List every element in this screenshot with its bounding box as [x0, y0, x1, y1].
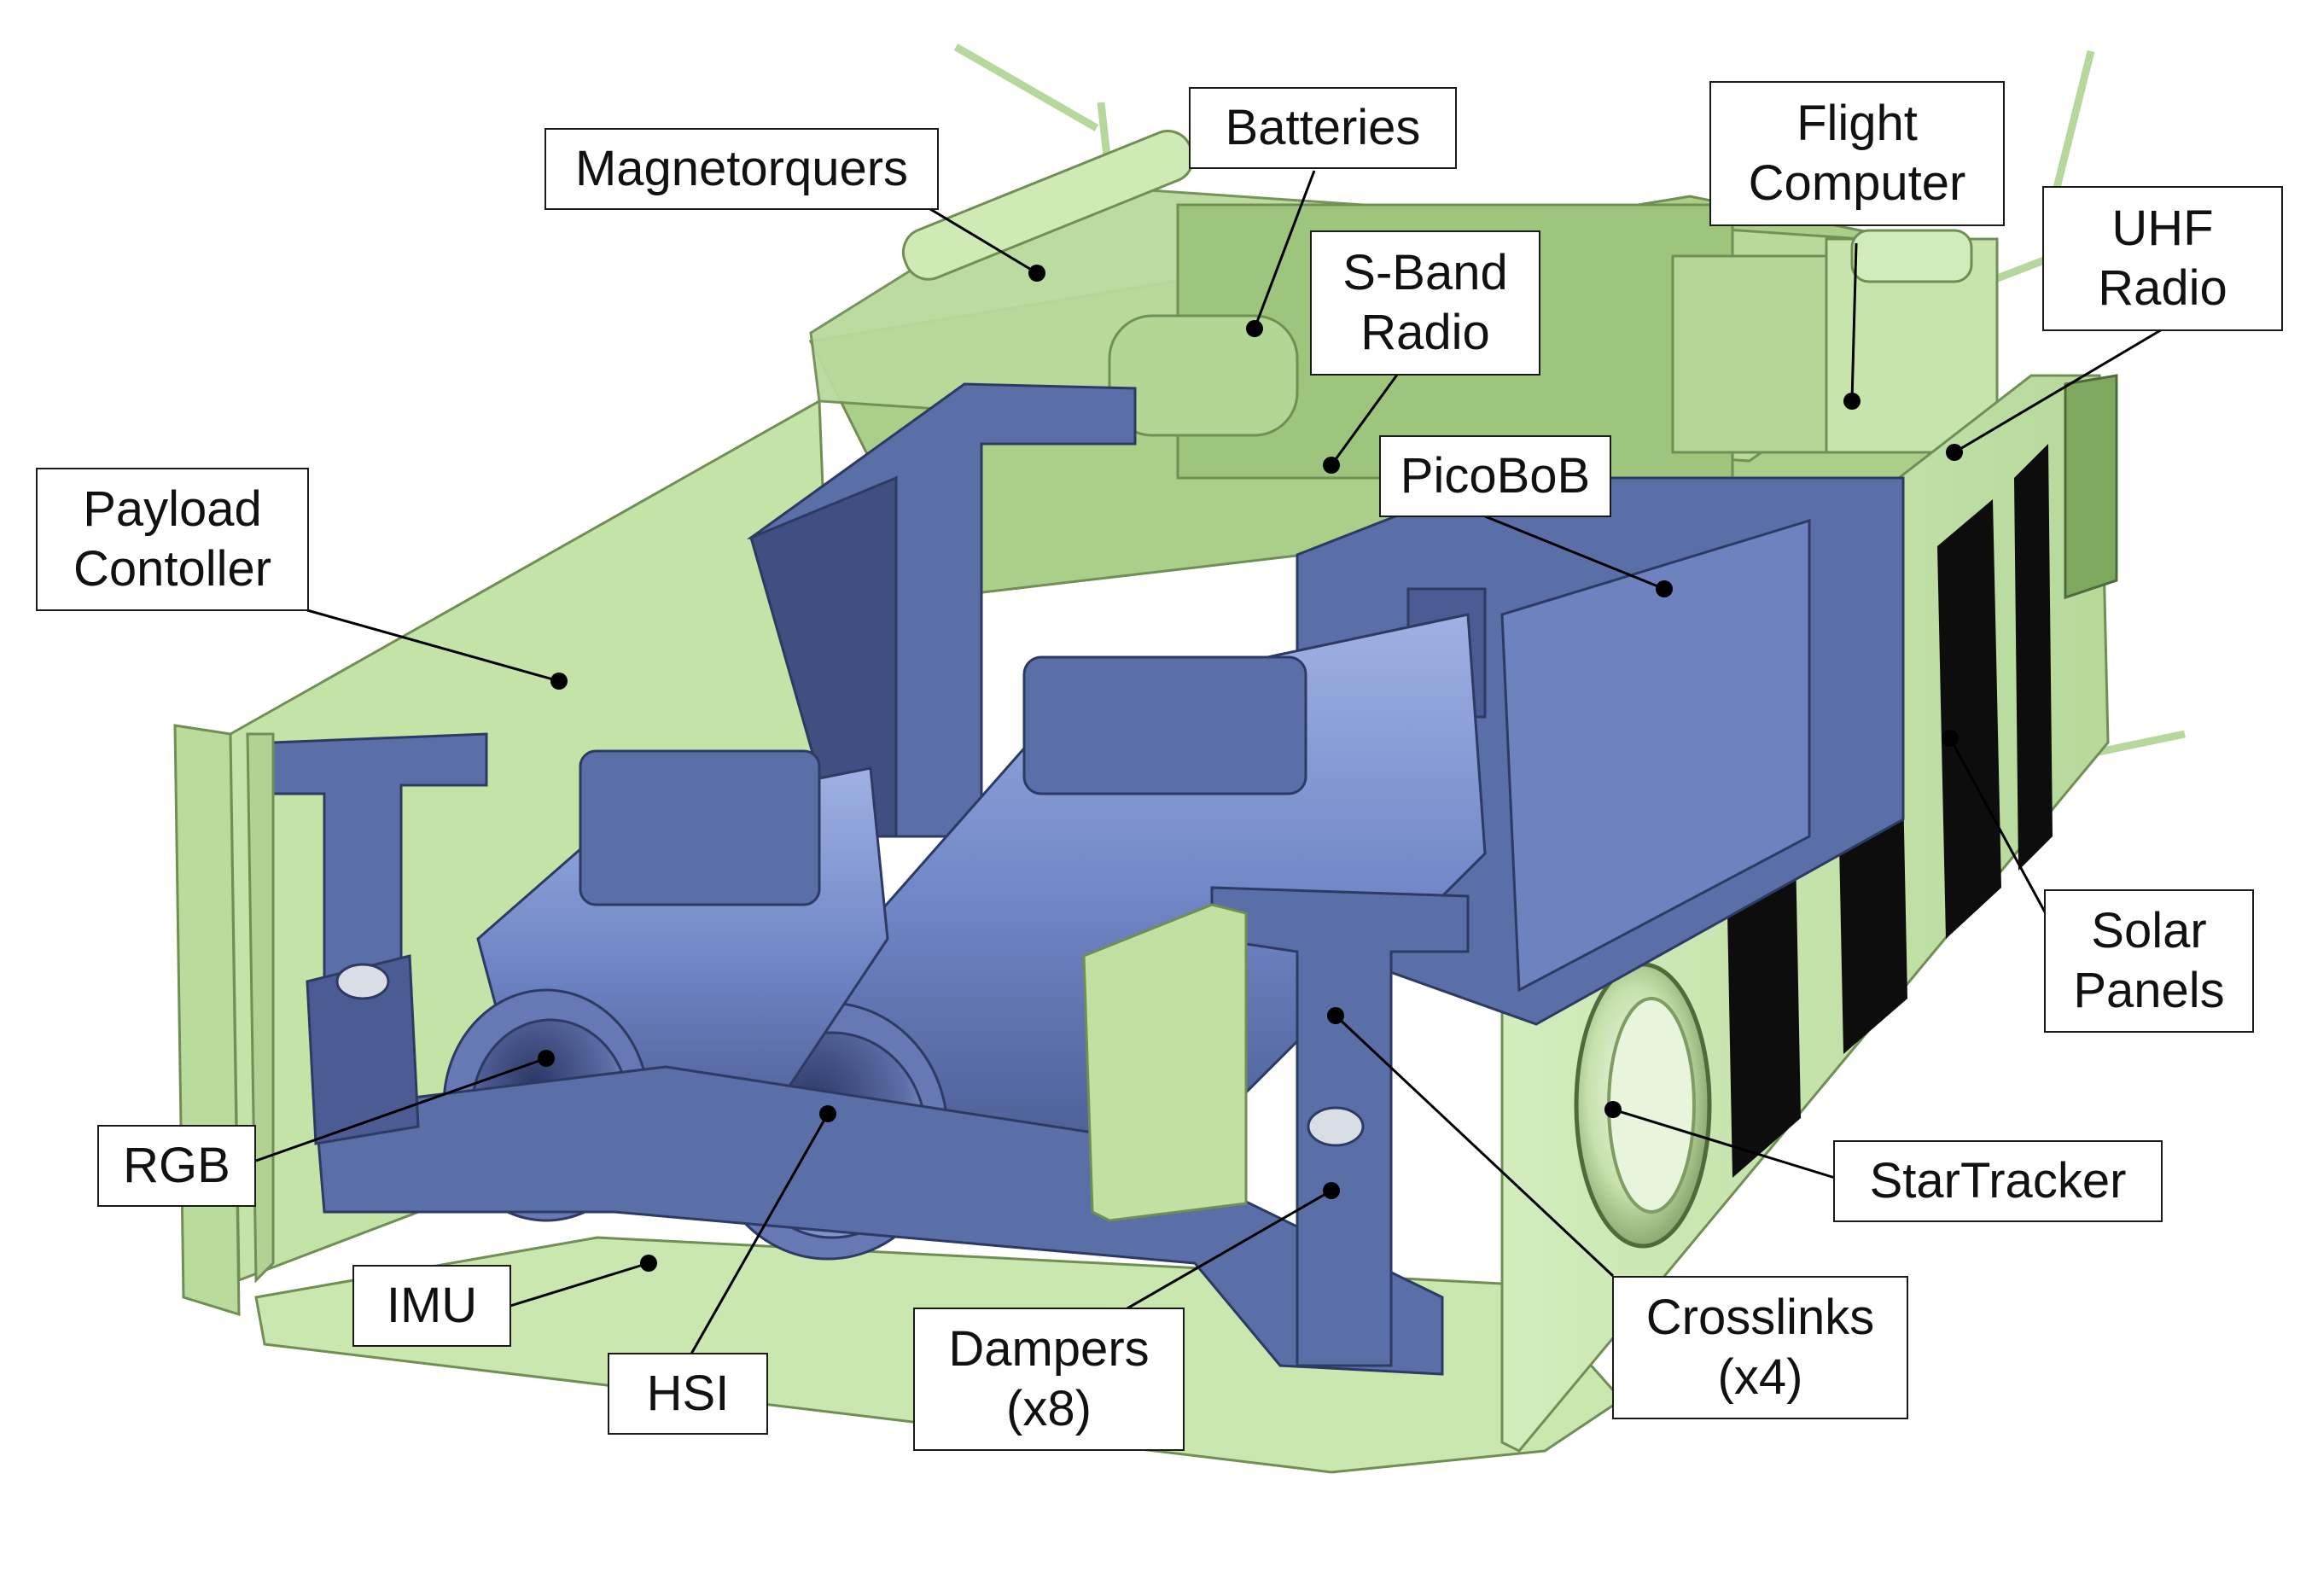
left-bracket [271, 732, 488, 1145]
rear-bracket [746, 382, 1137, 838]
crosslink-module [1082, 903, 1248, 1222]
avionics-stack [1671, 229, 1999, 454]
left-side-wall [173, 724, 241, 1317]
label-crosslinks: Crosslinks (x4) [1612, 1276, 1908, 1419]
uhf-antenna-panel [2064, 374, 2118, 600]
label-payload-controller: Payload Contoller [36, 468, 309, 611]
label-hsi: HSI [608, 1353, 768, 1435]
label-sband-radio: S-Band Radio [1310, 230, 1540, 376]
leader-dots [538, 265, 1963, 1272]
label-solar-panels: Solar Panels [2044, 889, 2254, 1033]
mounting-rail [314, 1065, 1444, 1376]
label-magnetorquers: Magnetorquers [544, 128, 939, 210]
leader-lines [255, 170, 2164, 1362]
label-batteries: Batteries [1189, 87, 1457, 169]
startracker-inner-ring [1607, 997, 1696, 1214]
label-dampers: Dampers (x8) [913, 1308, 1185, 1451]
label-picobob: PicoBoB [1379, 435, 1611, 517]
label-uhf-radio: UHF Radio [2042, 186, 2283, 331]
label-imu: IMU [352, 1265, 511, 1347]
label-startracker: StarTracker [1833, 1140, 2163, 1222]
magnetorquer-rods [901, 130, 1299, 437]
label-flight-computer: Flight Computer [1709, 81, 2005, 226]
label-rgb: RGB [97, 1125, 256, 1207]
